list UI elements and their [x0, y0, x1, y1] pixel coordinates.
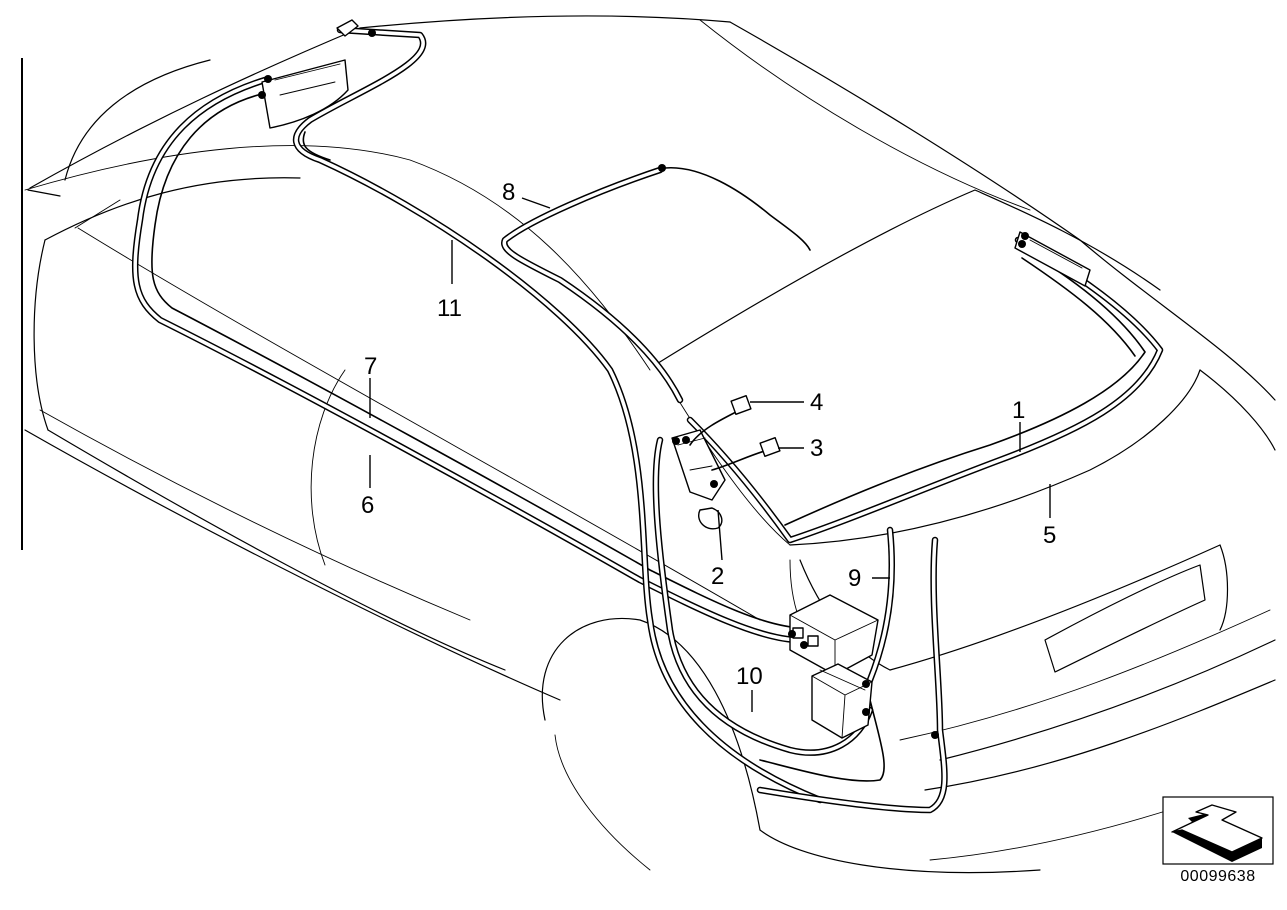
rear-window-antenna — [686, 236, 1164, 544]
top-brake-light — [261, 19, 359, 129]
leader-lines — [369, 197, 1051, 712]
callout-2: 2 — [711, 563, 724, 590]
front-direction-arrow-icon — [1162, 796, 1274, 865]
callout-3: 3 — [810, 435, 823, 462]
connector-dots — [258, 29, 1029, 739]
rear-antenna-module — [1014, 231, 1091, 287]
callout-4: 4 — [810, 389, 823, 416]
callout-labels: 1 2 3 4 5 6 7 8 9 10 11 — [361, 179, 1056, 690]
callout-6: 6 — [361, 492, 374, 519]
car-body-outline — [24, 15, 1276, 874]
callout-1: 1 — [1012, 397, 1025, 424]
callout-5: 5 — [1043, 522, 1056, 549]
harness-11 — [292, 26, 824, 804]
harness-8 — [501, 166, 811, 404]
callout-11: 11 — [437, 295, 462, 322]
diagram-id: 00099638 — [1180, 868, 1256, 885]
amplifier-module — [811, 663, 873, 739]
callout-10: 10 — [736, 663, 763, 690]
callout-8: 8 — [502, 179, 515, 206]
callout-7: 7 — [364, 353, 377, 380]
tuner-module — [789, 594, 879, 676]
harness-7-6 — [132, 76, 806, 644]
callout-9: 9 — [848, 565, 861, 592]
harness-10-9 — [652, 436, 948, 814]
